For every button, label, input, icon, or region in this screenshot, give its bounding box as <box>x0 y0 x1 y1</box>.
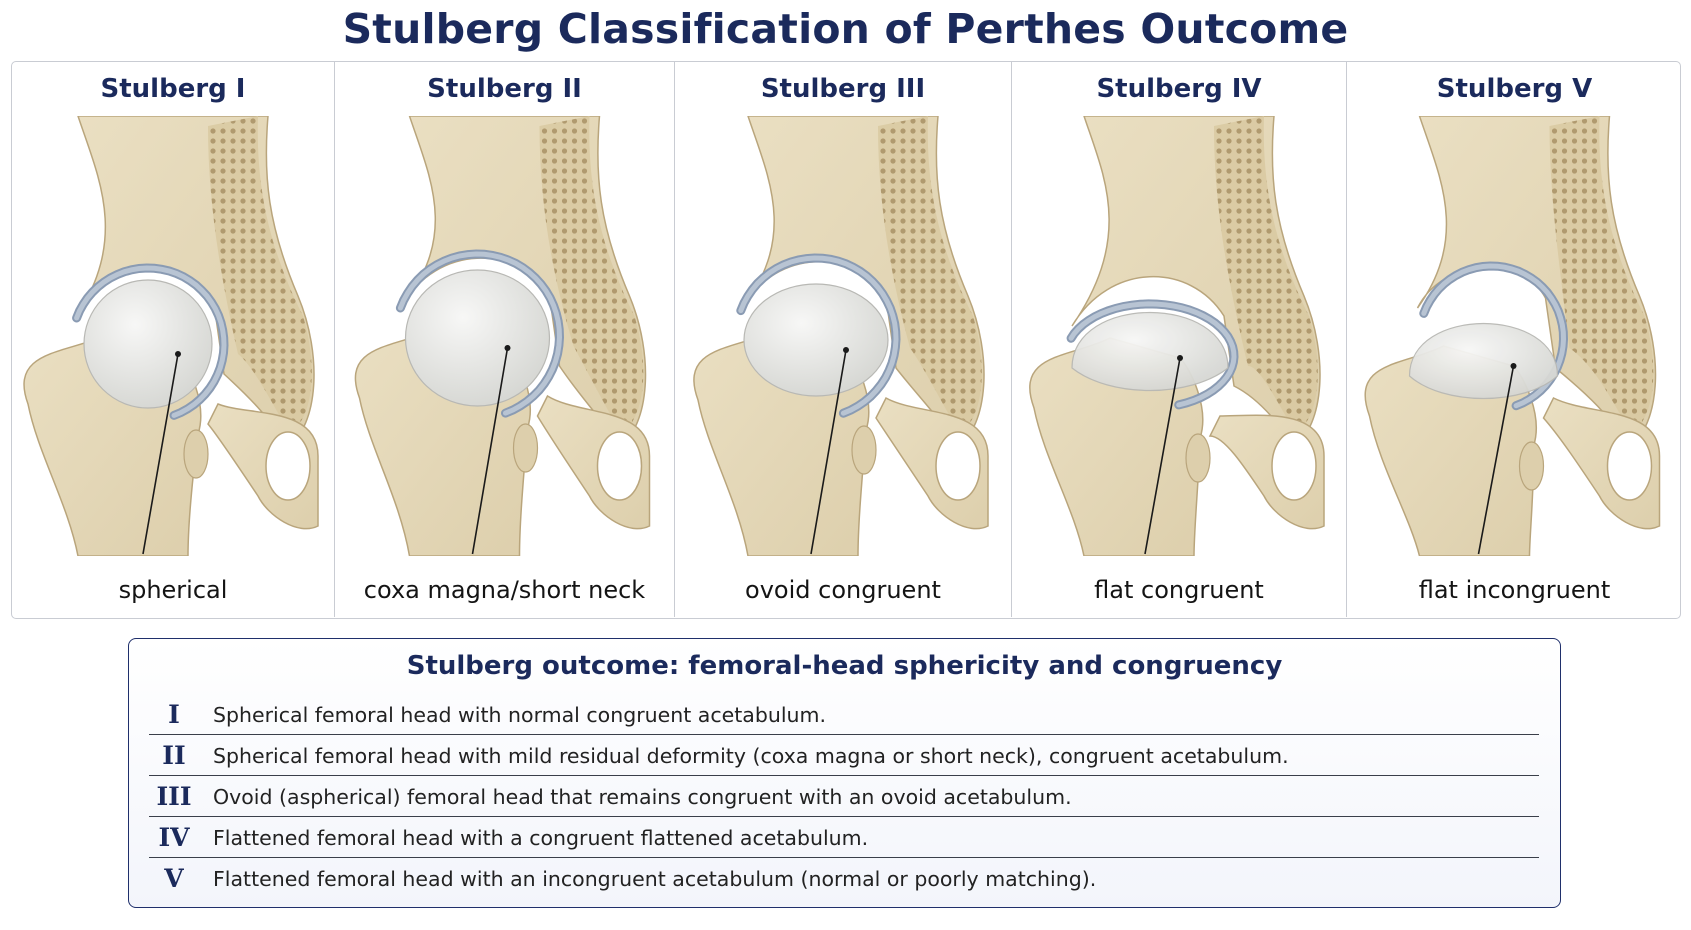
panel-heading: Stulberg I <box>100 74 246 104</box>
obturator-foramen <box>265 431 311 501</box>
legend-box: Stulberg outcome: femoral-head sphericit… <box>128 638 1561 908</box>
pointer-line <box>1477 365 1515 555</box>
hip-joint-illustration <box>23 116 319 556</box>
outcome-label: ovoid congruent <box>745 576 941 604</box>
hip-joint-illustration <box>693 116 989 556</box>
acetabular-cartilage-highlight <box>1068 301 1237 408</box>
pointer-line <box>1144 357 1181 555</box>
roman-numeral: I <box>168 700 180 729</box>
legend-title: Stulberg outcome: femoral-head sphericit… <box>406 651 1283 681</box>
obturator-foramen <box>596 431 643 501</box>
acetabular-cartilage-highlight <box>397 251 563 416</box>
cancellous-bone <box>208 116 312 434</box>
pointer-dot <box>1177 355 1183 361</box>
cancellous-bone <box>1214 116 1318 434</box>
lesser-trochanter <box>183 429 209 479</box>
acetabular-cartilage-highlight <box>74 265 227 418</box>
legend-description: Spherical femoral head with normal congr… <box>213 703 827 727</box>
hip-joint-illustration <box>354 116 651 556</box>
legend-description: Spherical femoral head with mild residua… <box>213 744 1289 768</box>
femoral-head <box>1408 323 1559 400</box>
cancellous-bone <box>878 116 982 434</box>
legend-description: Flattened femoral head with an incongrue… <box>213 867 1097 891</box>
roman-numeral: III <box>156 782 192 811</box>
femoral-head <box>1071 311 1229 392</box>
hip-panels: Stulberg I spherical Stulberg II coxa ma… <box>11 61 1681 619</box>
pointer-line <box>810 349 847 555</box>
panel-stulberg-4: Stulberg IV flat congruent <box>1012 62 1347 617</box>
outcome-label: flat congruent <box>1094 576 1264 604</box>
femoral-head <box>743 283 889 397</box>
legend-row-5: V Flattened femoral head with an incongr… <box>149 858 1539 899</box>
panel-stulberg-5: Stulberg V flat incongruent <box>1347 62 1680 617</box>
legend-description: Ovoid (aspherical) femoral head that rem… <box>213 785 1072 809</box>
hip-joint-illustration <box>1364 116 1661 556</box>
legend-row-3: III Ovoid (aspherical) femoral head that… <box>149 776 1539 817</box>
panel-stulberg-2: Stulberg II coxa magna/short neck <box>335 62 675 617</box>
lesser-trochanter <box>1518 441 1545 491</box>
legend-row-2: II Spherical femoral head with mild resi… <box>149 735 1539 776</box>
legend-row-1: I Spherical femoral head with normal con… <box>149 694 1539 735</box>
panel-heading: Stulberg II <box>427 74 582 104</box>
pointer-dot <box>1510 363 1517 369</box>
panel-heading: Stulberg III <box>760 74 926 104</box>
pointer-dot <box>843 347 849 353</box>
acetabular-cartilage-highlight <box>738 255 899 416</box>
obturator-foramen <box>1606 431 1653 501</box>
panel-heading: Stulberg IV <box>1096 74 1262 104</box>
outcome-label: flat incongruent <box>1418 576 1611 604</box>
femoral-head <box>83 279 213 409</box>
panel-stulberg-1: Stulberg I spherical <box>12 62 335 617</box>
pointer-dot <box>175 351 181 357</box>
lesser-trochanter <box>1185 433 1211 483</box>
cancellous-bone <box>1549 116 1654 434</box>
cancellous-bone <box>539 116 644 434</box>
hip-joint-illustration <box>1029 116 1325 556</box>
femoral-head <box>404 269 551 407</box>
obturator-foramen <box>935 431 981 501</box>
femur-bone <box>1029 337 1204 556</box>
panel-stulberg-3: Stulberg III ovoid congruent <box>675 62 1012 617</box>
legend-row-4: IV Flattened femoral head with a congrue… <box>149 817 1539 858</box>
lesser-trochanter <box>851 425 877 475</box>
lesser-trochanter <box>512 423 539 473</box>
roman-numeral: V <box>164 864 184 893</box>
outcome-label: spherical <box>118 576 228 604</box>
legend-description: Flattened femoral head with a congruent … <box>213 826 869 850</box>
page-title: Stulberg Classification of Perthes Outco… <box>342 5 1349 53</box>
panel-heading: Stulberg V <box>1436 74 1593 104</box>
outcome-label: coxa magna/short neck <box>363 576 646 604</box>
obturator-foramen <box>1271 431 1317 501</box>
roman-numeral: II <box>162 741 186 770</box>
pointer-line <box>471 347 509 555</box>
pointer-dot <box>504 345 511 351</box>
roman-numeral: IV <box>158 823 190 852</box>
pointer-line <box>142 353 179 555</box>
